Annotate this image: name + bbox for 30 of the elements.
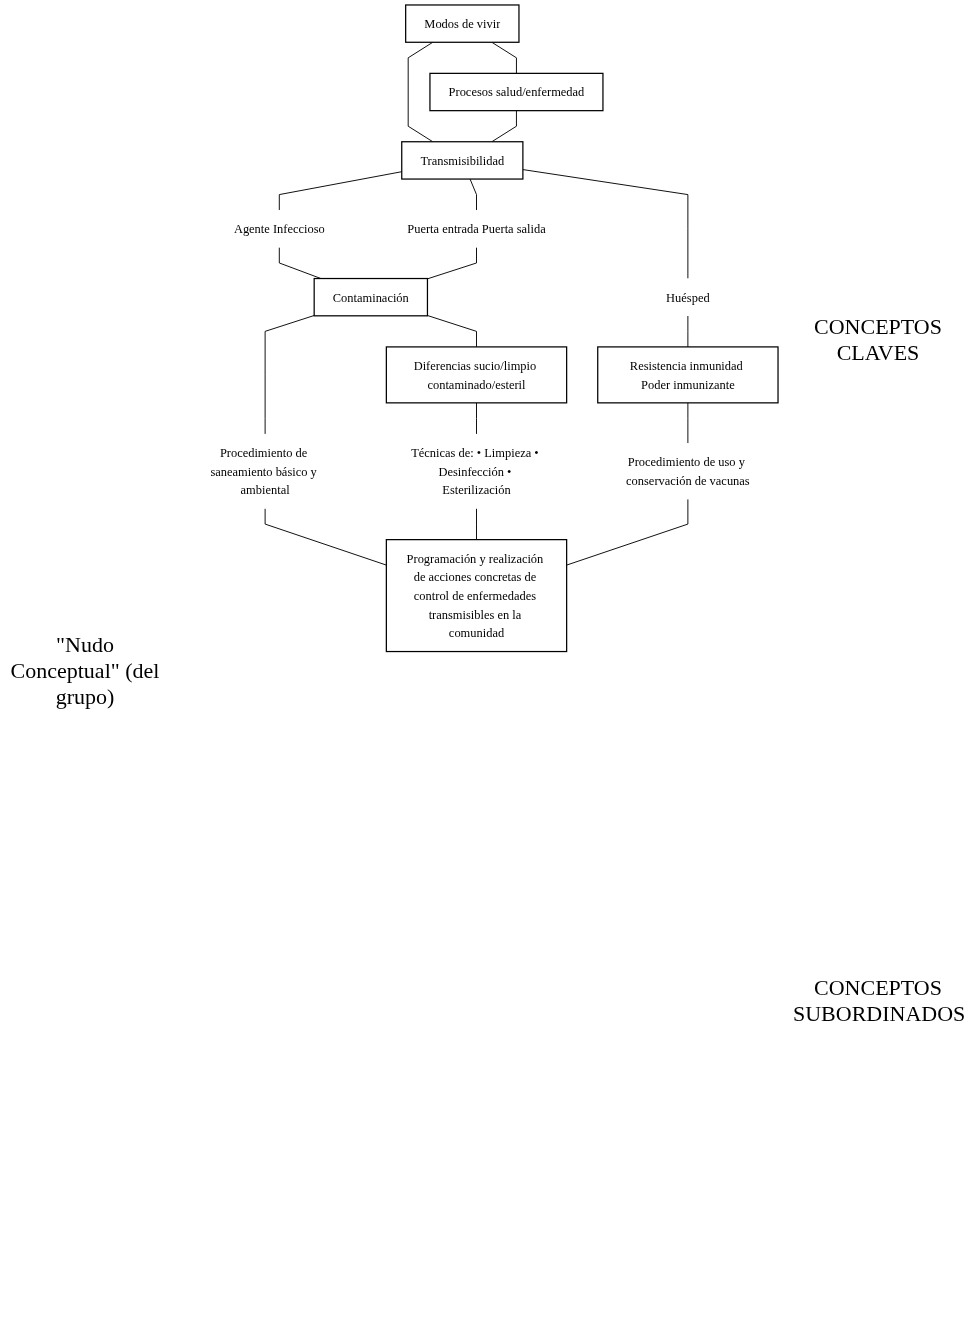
connector xyxy=(687,402,689,444)
node-box: Transmisibilidad xyxy=(401,141,524,180)
note-text: CONCEPTOS CLAVES xyxy=(813,314,943,367)
node-text: Procedimiento de uso y conservación de vacunas xyxy=(626,455,750,488)
node-box: Resistencia inmunidad Poder inmunizante xyxy=(597,346,779,404)
connector xyxy=(522,169,689,279)
node-box: Contaminación xyxy=(313,277,429,317)
connector xyxy=(476,402,477,435)
node-text: Huésped xyxy=(666,290,710,305)
node-box: Procesos salud/enfermedad xyxy=(429,72,604,112)
connector xyxy=(687,315,689,348)
node-text: Puerta entrada Puerta salida xyxy=(407,221,546,236)
connector xyxy=(264,508,387,566)
node-box: Programación y realización de acciones concretas de control de enfermedades transmisibles en la comunidad xyxy=(385,539,568,653)
node-box: Modos de vivir xyxy=(405,4,520,43)
node-text: Técnicas de: • Limpieza • Desinfección • Esterilización xyxy=(411,445,539,497)
connector xyxy=(427,246,477,280)
node-text: Agente Infeccioso xyxy=(233,221,325,236)
connector xyxy=(427,315,477,348)
connector xyxy=(476,508,477,541)
note-text: CONCEPTOS SUBORDINADOS xyxy=(793,974,963,1027)
connector xyxy=(264,315,315,435)
node-box: Diferencias sucio/limpio contaminado/esteril xyxy=(385,346,568,404)
connector xyxy=(491,41,517,74)
connector xyxy=(407,41,434,143)
node-text: Procedimiento de saneamiento básico y ambiental xyxy=(210,445,317,497)
connector xyxy=(566,498,689,566)
connector xyxy=(469,178,477,211)
connector xyxy=(491,110,517,143)
note-text: "Nudo Conceptual" (del grupo) xyxy=(10,631,160,710)
